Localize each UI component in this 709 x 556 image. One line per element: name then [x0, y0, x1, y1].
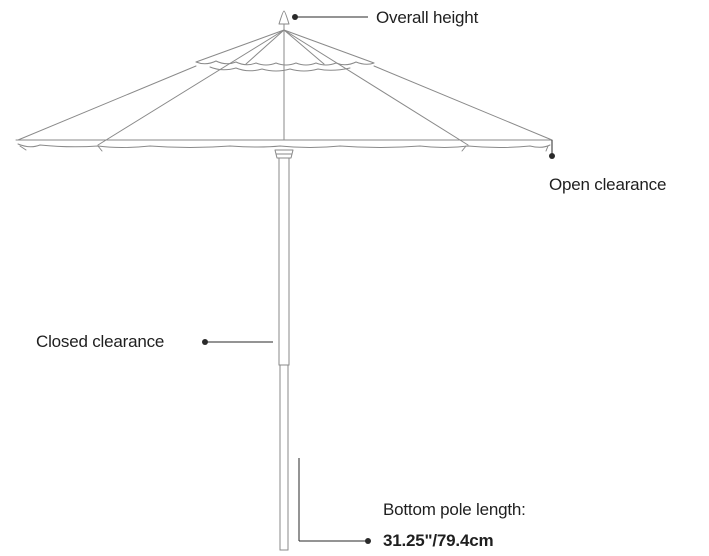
closed-clearance-label: Closed clearance	[36, 332, 165, 351]
open-clearance-label: Open clearance	[549, 175, 667, 194]
rib-tips	[19, 145, 549, 152]
vent-canopy	[195, 29, 375, 65]
canopy-outline	[17, 65, 553, 141]
umbrella	[15, 10, 553, 551]
canopy-ribs	[97, 29, 469, 146]
open-clearance-dot	[549, 153, 555, 159]
vent-scallop	[195, 60, 375, 66]
leaders	[202, 14, 555, 544]
canopy-hem	[17, 143, 551, 148]
bottom-pole-dot	[365, 538, 371, 544]
bottom-pole-value: 31.25"/79.4cm	[383, 531, 494, 550]
overall-height-label: Overall height	[376, 8, 479, 27]
bottom-pole-title: Bottom pole length:	[383, 500, 526, 519]
vent-shadow	[209, 66, 351, 72]
finial	[278, 10, 290, 25]
